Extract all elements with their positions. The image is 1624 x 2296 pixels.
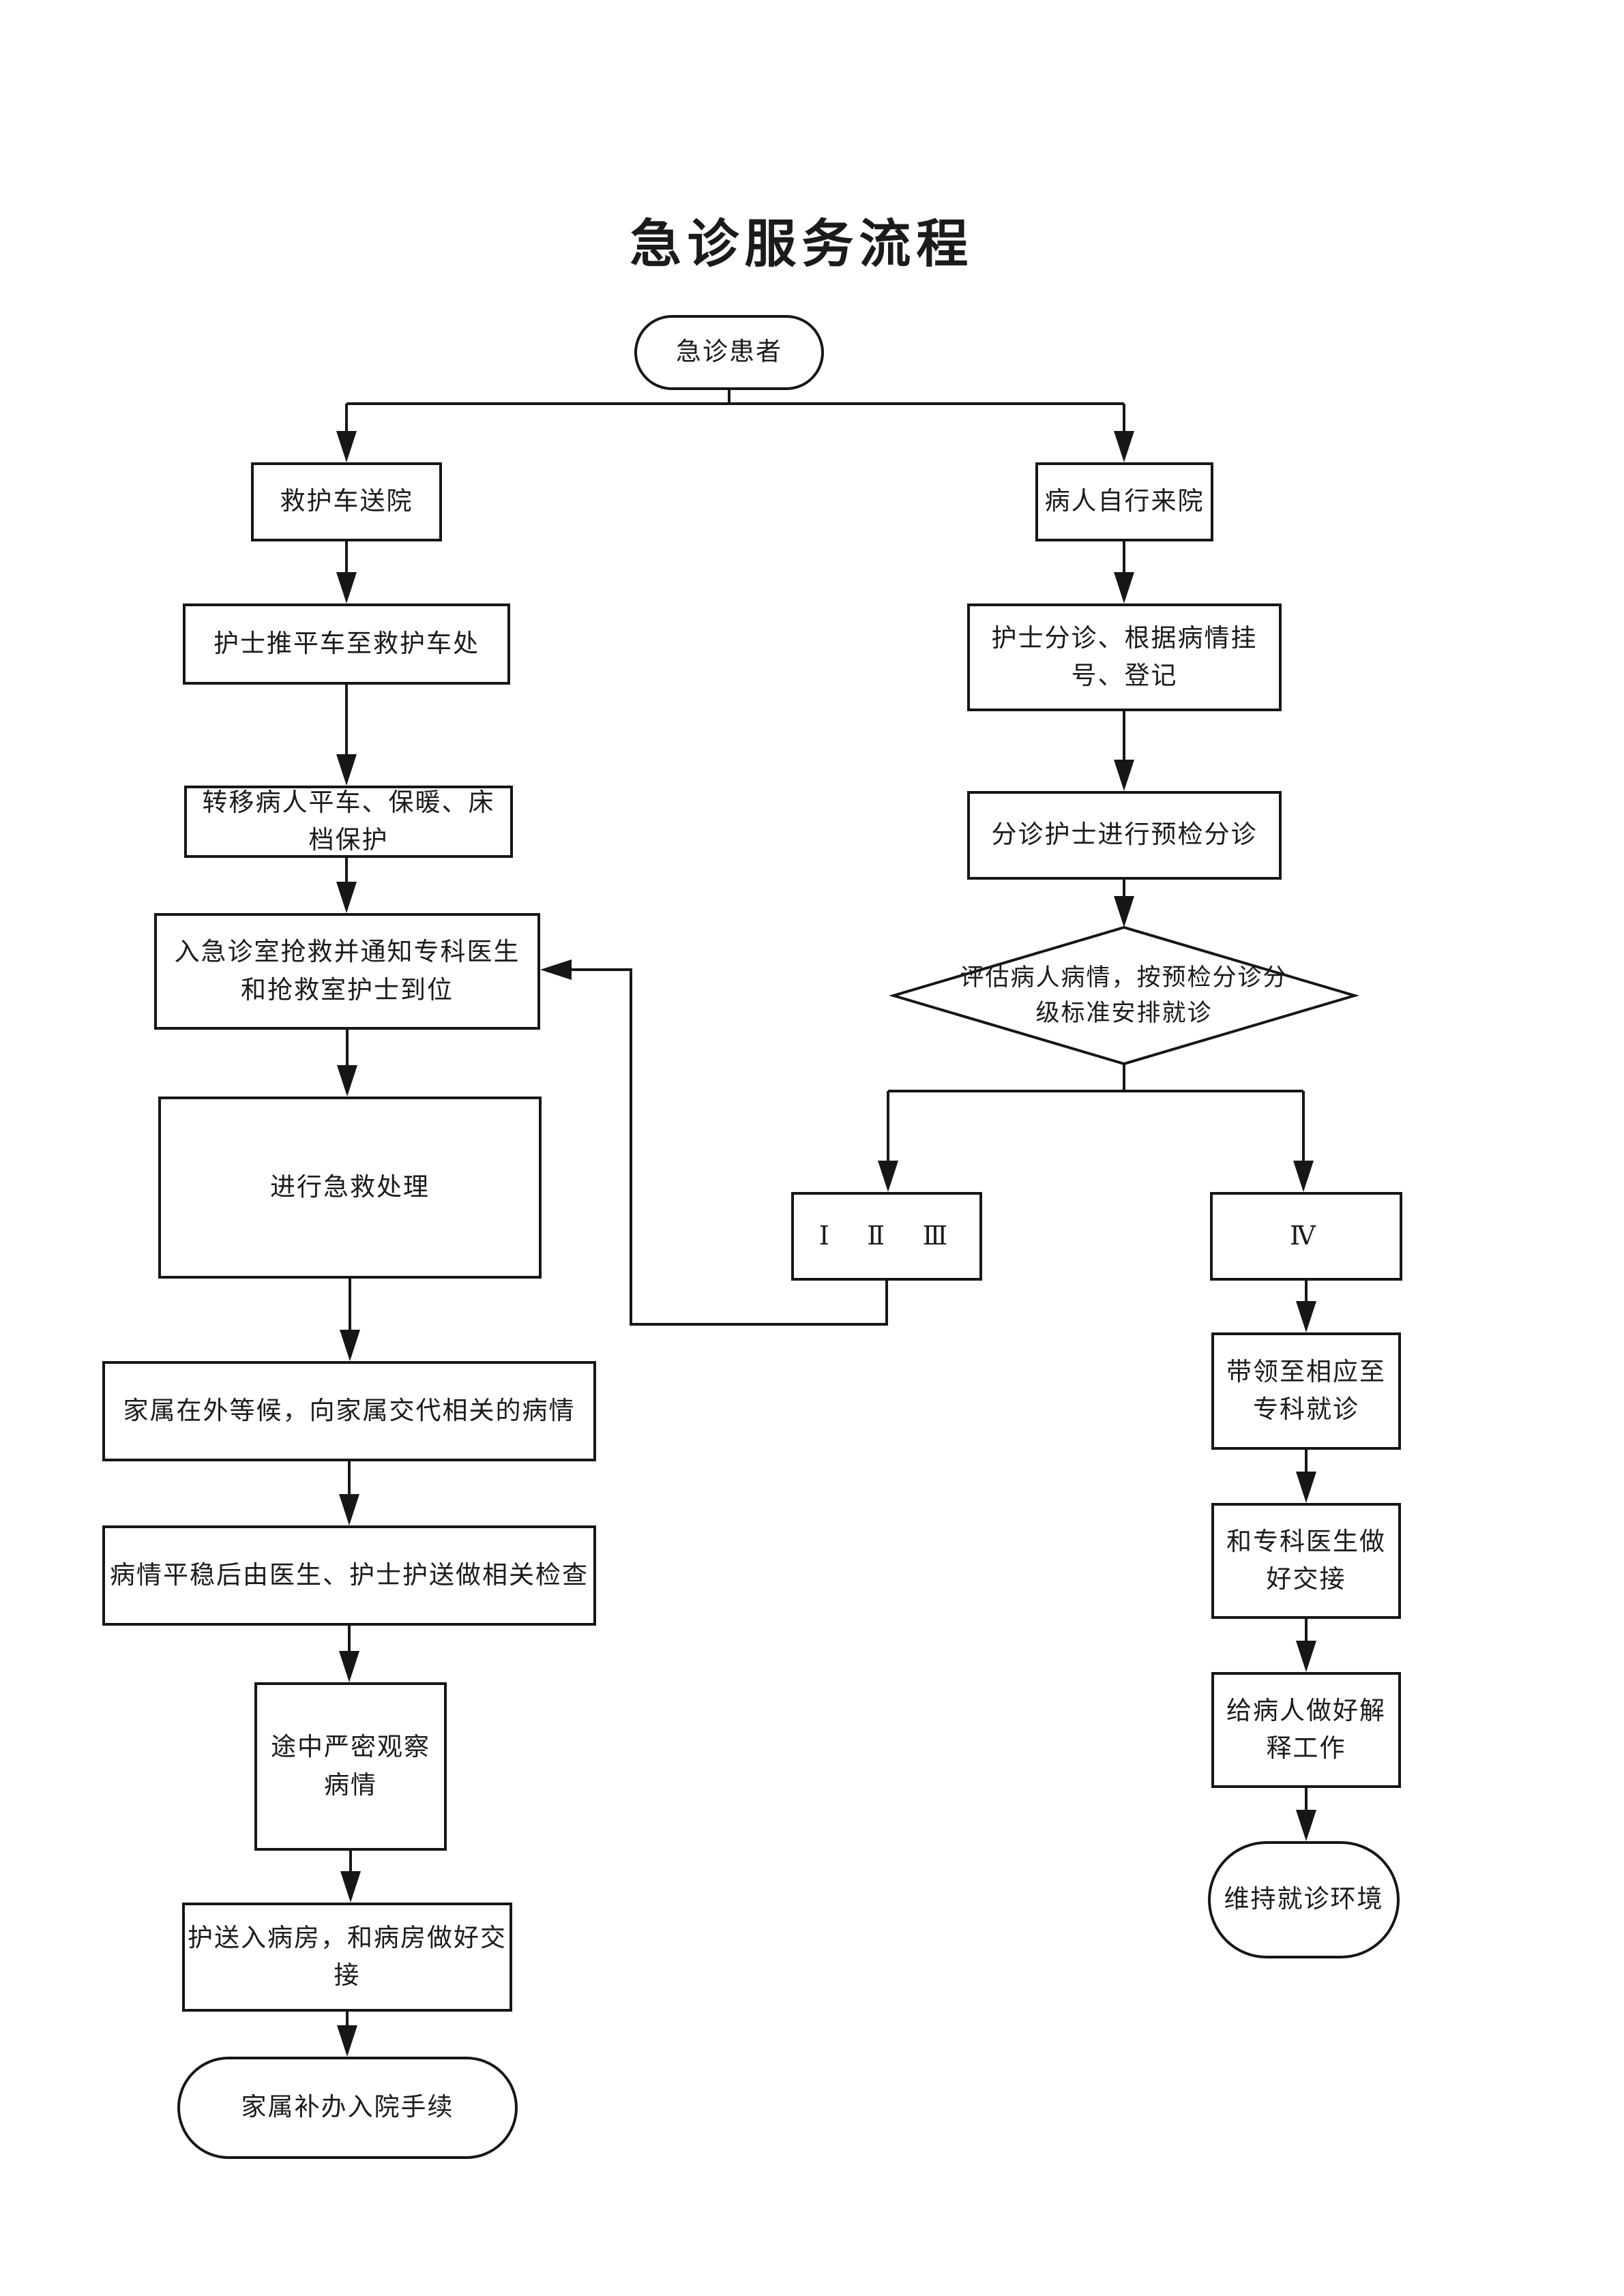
flow-node-family-wait-explain: 家属在外等候，向家属交代相关的病情 — [102, 1361, 596, 1461]
arrow-treatment-family-arrowhead — [340, 1330, 360, 1361]
node-label-line: 专科就诊 — [1253, 1396, 1359, 1424]
node-label-line: 病人自行来院 — [1044, 488, 1205, 516]
arrow-precheck-assess-arrowhead — [1114, 896, 1134, 927]
arrow-stretcher-transfer-arrowhead — [336, 754, 357, 786]
node-label-line: 档保护 — [308, 826, 389, 854]
node-label-line: 好交接 — [1266, 1566, 1346, 1594]
flow-node-explain-to-patient: 给病人做好解释工作 — [1211, 1672, 1401, 1788]
node-label-line: 护送入病房，和病房做好交 — [188, 1924, 507, 1952]
flow-node-stable-escort-exam: 病情平稳后由医生、护士护送做相关检查 — [102, 1525, 596, 1626]
node-label-line: 病情 — [324, 1771, 377, 1800]
flow-node-observe-en-route: 途中严密观察病情 — [254, 1682, 447, 1851]
flow-node-ambulance-arrival: 救护车送院 — [251, 462, 442, 541]
node-label-line: 评估病人病情，按预检分诊分 — [960, 964, 1288, 991]
feedback-level123-rescue-arrowhead — [540, 959, 572, 980]
node-label-line: 级标准安排就诊 — [1035, 1000, 1213, 1026]
flow-node-er-rescue-notify: 入急诊室抢救并通知专科医生和抢救室护士到位 — [154, 913, 540, 1030]
flow-node-precheck-triage: 分诊护士进行预检分诊 — [967, 791, 1282, 880]
node-label-line: 救护车送院 — [280, 488, 413, 516]
flow-node-nurse-stretcher: 护士推平车至救护车处 — [183, 603, 510, 685]
node-label-line: 护士分诊、根据病情挂 — [991, 624, 1258, 653]
node-label-line: 和专科医生做 — [1226, 1527, 1386, 1556]
flow-node-level-4: Ⅳ — [1210, 1192, 1402, 1281]
arrow-explain-maintain-arrowhead — [1296, 1810, 1316, 1841]
flow-node-assess-condition: 评估病人病情，按预检分诊分级标准安排就诊 — [894, 927, 1355, 1064]
node-label-line: 给病人做好解 — [1226, 1697, 1386, 1725]
arrow-to-self-arrival-arrowhead — [1114, 431, 1134, 462]
page-title: 急诊服务流程 — [630, 216, 974, 273]
flow-node-lead-to-specialist: 带领至相应至专科就诊 — [1211, 1332, 1401, 1450]
flow-node-transfer-patient: 转移病人平车、保暖、床档保护 — [184, 786, 513, 858]
node-label-line: 病情平稳后由医生、护士护送做相关检查 — [110, 1561, 589, 1590]
flow-node-level-1-2-3: Ⅰ Ⅱ Ⅲ — [791, 1192, 982, 1281]
node-label-line: 家属补办入院手续 — [241, 2093, 454, 2122]
flow-node-nurse-triage-register: 护士分诊、根据病情挂号、登记 — [967, 603, 1282, 711]
node-label-line: 维持就诊环境 — [1224, 1885, 1384, 1914]
arrow-to-level4-arrowhead — [1293, 1161, 1314, 1192]
node-label-line: 和抢救室护士到位 — [241, 976, 454, 1004]
node-label-line: 释工作 — [1266, 1735, 1346, 1763]
flow-node-maintain-environment: 维持就诊环境 — [1208, 1841, 1400, 1958]
flow-node-self-arrival: 病人自行来院 — [1035, 462, 1213, 541]
flow-node-escort-to-ward: 护送入病房，和病房做好交接 — [182, 1903, 512, 2012]
arrow-stable-observe-arrowhead — [339, 1651, 359, 1682]
feedback-level123-rescue — [567, 968, 888, 1326]
arrow-family-stable-arrowhead — [339, 1494, 359, 1525]
node-label-line: 入急诊室抢救并通知专科医生 — [174, 938, 520, 966]
arrow-triage-precheck-arrowhead — [1114, 760, 1134, 791]
arrow-observe-ward-arrowhead — [340, 1871, 361, 1903]
flow-node-emergency-treatment: 进行急救处理 — [158, 1097, 542, 1279]
node-label-line: 急诊患者 — [676, 338, 782, 367]
node-label-line: 带领至相应至 — [1226, 1358, 1386, 1386]
node-label-line: 转移病人平车、保暖、床 — [202, 788, 495, 817]
arrow-to-ambulance-arrowhead — [336, 431, 357, 462]
arrow-transfer-rescue-arrowhead — [336, 882, 357, 913]
flow-node-handover-specialist: 和专科医生做好交接 — [1211, 1503, 1401, 1619]
node-label-line: 号、登记 — [1071, 662, 1178, 690]
node-label-line: Ⅰ Ⅱ Ⅲ — [818, 1221, 955, 1251]
node-label-line: 途中严密观察 — [271, 1733, 430, 1761]
node-label-line: 接 — [334, 1962, 361, 1990]
arrow-ambulance-stretcher-arrowhead — [336, 572, 357, 603]
arrow-self-triage-arrowhead — [1114, 572, 1134, 603]
arrow-rescue-treatment-arrowhead — [337, 1065, 357, 1097]
arrow-lead-handover-arrowhead — [1296, 1472, 1316, 1503]
arrow-level4-lead-arrowhead — [1296, 1301, 1316, 1332]
flow-node-family-admission: 家属补办入院手续 — [177, 2057, 518, 2159]
arrow-handover-explain-arrowhead — [1296, 1641, 1316, 1672]
node-label-line: Ⅳ — [1290, 1221, 1323, 1251]
node-label-line: 进行急救处理 — [270, 1173, 430, 1202]
arrow-ward-admission-arrowhead — [337, 2025, 357, 2057]
node-label-line: 护士推平车至救护车处 — [213, 629, 479, 658]
arrow-to-level123-arrowhead — [878, 1161, 898, 1192]
flow-node-start: 急诊患者 — [634, 315, 824, 390]
node-label-line: 分诊护士进行预检分诊 — [991, 821, 1258, 850]
node-label-line: 家属在外等候，向家属交代相关的病情 — [123, 1397, 576, 1425]
